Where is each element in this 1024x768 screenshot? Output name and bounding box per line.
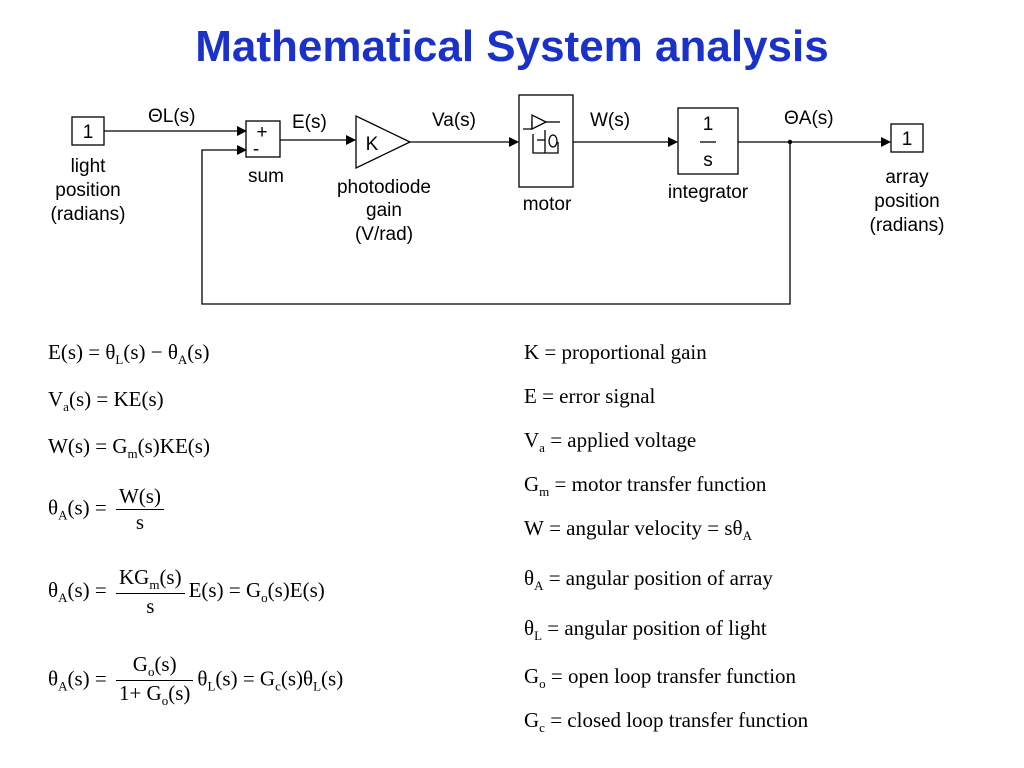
input-label-1: light bbox=[71, 156, 107, 177]
feedback-loop-wire bbox=[201, 142, 791, 305]
signal-w: W(s) bbox=[590, 110, 630, 131]
motor-label: motor bbox=[523, 194, 572, 215]
equation-velocity: W(s) = Gm(s)KE(s) bbox=[48, 434, 210, 462]
definition-gm: Gm = motor transfer function bbox=[524, 472, 767, 500]
gain-label-3: (V/rad) bbox=[355, 224, 413, 245]
sum-label: sum bbox=[248, 166, 284, 187]
integrator-block[interactable] bbox=[677, 107, 739, 175]
sum-block[interactable] bbox=[245, 120, 281, 158]
input-label-2: position bbox=[55, 180, 121, 201]
integrator-num: 1 bbox=[703, 114, 714, 135]
definition-theta-a: θA = angular position of array bbox=[524, 566, 773, 594]
sum-minus: - bbox=[253, 139, 259, 160]
equation-error: E(s) = θL(s) − θA(s) bbox=[48, 340, 210, 368]
input-block[interactable] bbox=[71, 116, 105, 146]
output-label-3: (radians) bbox=[870, 215, 945, 236]
definition-gc: Gc = closed loop transfer function bbox=[524, 708, 809, 736]
equation-voltage: Va(s) = KE(s) bbox=[48, 387, 164, 415]
page-title: Mathematical System analysis bbox=[195, 22, 829, 71]
equation-position-integral: θA(s) = W(s)s bbox=[48, 484, 168, 535]
definition-va: Va = applied voltage bbox=[524, 428, 697, 456]
motor-block[interactable] bbox=[518, 94, 574, 188]
equation-closed-loop: θA(s) = Go(s)1+ Go(s)θL(s) = Gc(s)θL(s) bbox=[48, 652, 344, 709]
definition-go: Go = open loop transfer function bbox=[524, 664, 797, 692]
output-label-2: position bbox=[874, 191, 940, 212]
input-value: 1 bbox=[83, 122, 94, 143]
output-block[interactable] bbox=[890, 123, 924, 153]
integrator-den: s bbox=[703, 150, 713, 171]
definition-e: E = error signal bbox=[524, 384, 656, 408]
definition-theta-l: θL = angular position of light bbox=[524, 616, 767, 644]
integrator-label: integrator bbox=[668, 182, 749, 203]
gain-label-1: photodiode bbox=[337, 177, 431, 198]
signal-e: E(s) bbox=[292, 112, 327, 133]
output-label-1: array bbox=[885, 167, 929, 188]
output-value: 1 bbox=[902, 129, 913, 150]
block-diagram: 1 light position (radians) ΘL(s) + - sum… bbox=[51, 94, 945, 305]
motor-icon bbox=[523, 113, 560, 154]
input-label-3: (radians) bbox=[51, 204, 126, 225]
gain-symbol: K bbox=[366, 134, 379, 155]
definition-w: W = angular velocity = sθA bbox=[524, 516, 753, 544]
gain-label-2: gain bbox=[366, 200, 402, 221]
gain-block[interactable] bbox=[355, 114, 412, 170]
signal-theta-a: ΘA(s) bbox=[784, 108, 834, 129]
definition-k: K = proportional gain bbox=[524, 340, 707, 364]
sum-plus: + bbox=[256, 122, 267, 143]
signal-va: Va(s) bbox=[432, 110, 476, 131]
signal-theta-l: ΘL(s) bbox=[148, 106, 196, 127]
